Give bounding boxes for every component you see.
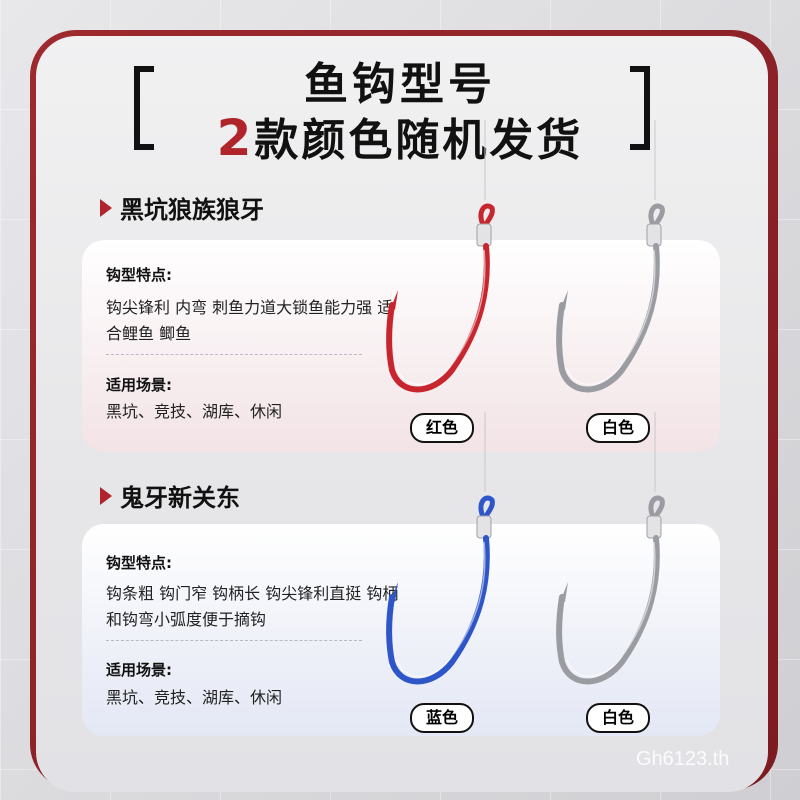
- watermark-text: Gh6123.th: [636, 748, 730, 770]
- section-1-header: 黑坑狼族狼牙: [100, 190, 264, 225]
- features-text: 钩条粗 钩门窄 钩柄长 钩尖锋利直挺 钩柄和钩弯小弧度便于摘钩: [106, 584, 399, 629]
- divider: [106, 354, 362, 355]
- section-2-card: 钩型特点: 钩条粗 钩门窄 钩柄长 钩尖锋利直挺 钩柄和钩弯小弧度便于摘钩 适用…: [82, 524, 720, 736]
- divider: [106, 640, 362, 641]
- triangle-bullet-icon: [100, 198, 112, 217]
- color-chip-white: 白色: [586, 703, 650, 733]
- title-line-1: 鱼钩型号: [304, 59, 496, 110]
- red-hook-icon: [386, 120, 495, 393]
- silver-hook-icon: [556, 120, 665, 393]
- color-chip-red: 红色: [410, 413, 474, 443]
- features-text: 钩尖锋利 内弯 刺鱼力道大锁鱼能力强 适合鲤鱼 鲫鱼: [106, 298, 394, 343]
- color-chip-white: 白色: [586, 413, 650, 443]
- features-label: 钩型特点:: [106, 266, 172, 284]
- scenes-text: 黑坑、竞技、湖库、休闲: [106, 688, 283, 707]
- silver-hook-icon: [556, 412, 665, 685]
- scenes-text: 黑坑、竞技、湖库、休闲: [106, 402, 283, 421]
- right-bracket: [630, 66, 650, 150]
- section-2-header: 鬼牙新关东: [100, 478, 240, 513]
- section-1-title: 黑坑狼族狼牙: [120, 196, 264, 224]
- left-bracket: [134, 66, 154, 150]
- triangle-bullet-icon: [100, 486, 112, 505]
- color-chip-blue: 蓝色: [410, 703, 474, 733]
- title-line-2-text: 款颜色随机发货: [254, 115, 584, 166]
- blue-hook-icon: [386, 412, 495, 685]
- scenes-label: 适用场景:: [106, 376, 172, 394]
- title-line-2: 2款颜色随机发货: [0, 104, 800, 168]
- scenes-label: 适用场景:: [106, 661, 172, 679]
- title-number: 2: [216, 109, 255, 167]
- section-2-title: 鬼牙新关东: [120, 484, 240, 512]
- features-label: 钩型特点:: [106, 554, 172, 572]
